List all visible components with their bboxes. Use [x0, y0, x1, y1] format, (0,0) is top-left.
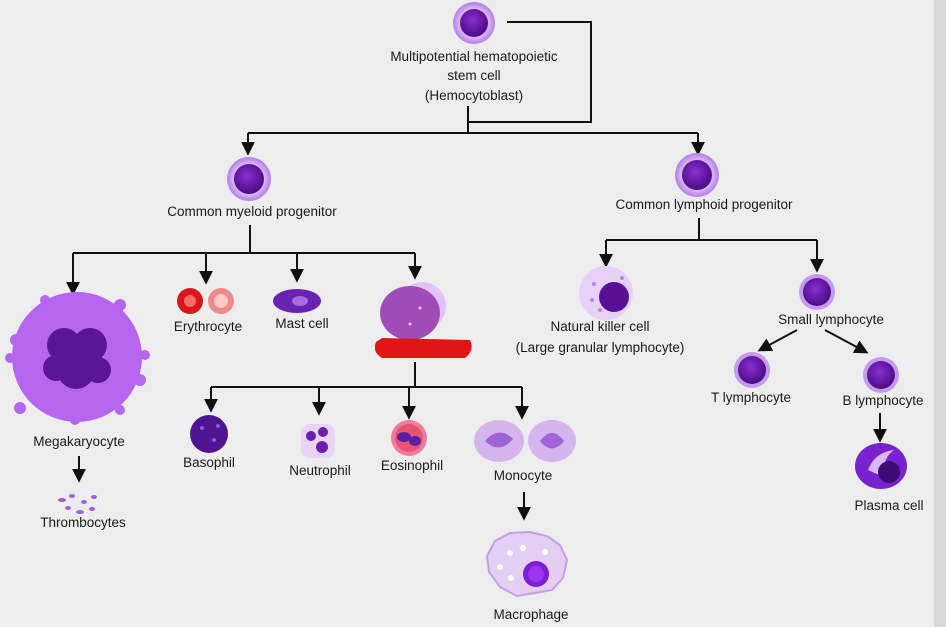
basophil-label: Basophil — [183, 455, 235, 470]
macrophage-label: Macrophage — [493, 607, 568, 622]
neutrophil-label: Neutrophil — [289, 463, 351, 478]
lymphoid-progenitor-icon — [675, 153, 719, 197]
connectors — [66, 21, 887, 521]
small-lymphocyte-icon — [799, 274, 835, 310]
mast-cell-label: Mast cell — [275, 316, 328, 331]
stem-cell-icon — [453, 2, 495, 44]
nk-cell-label-1: Natural killer cell — [550, 319, 649, 334]
megakaryocyte-label: Megakaryocyte — [33, 434, 125, 449]
neutrophil-icon — [301, 424, 335, 458]
stem-cell-label-1: Multipotential hematopoietic — [390, 49, 558, 64]
mast-cell-icon — [273, 289, 321, 313]
eosinophil-label: Eosinophil — [381, 458, 443, 473]
stem-cell-label-2: stem cell — [447, 68, 500, 83]
megakaryocyte-icon — [5, 292, 150, 425]
labels: Multipotential hematopoietic stem cell (… — [33, 49, 923, 622]
plasma-cell-label: Plasma cell — [854, 498, 923, 513]
nk-cell-icon — [579, 266, 633, 320]
monocyte-label: Monocyte — [494, 468, 553, 483]
common-lymphoid-label: Common lymphoid progenitor — [615, 197, 793, 212]
erythrocyte-label: Erythrocyte — [174, 319, 242, 334]
nk-cell-label-2: (Large granular lymphocyte) — [516, 340, 685, 355]
thrombocytes-icon — [58, 494, 97, 514]
myeloid-progenitor-icon — [227, 157, 271, 201]
stem-cell-label-3: (Hemocytoblast) — [425, 88, 523, 103]
common-myeloid-label: Common myeloid progenitor — [167, 204, 337, 219]
window-edge — [934, 0, 946, 627]
plasma-cell-icon — [855, 443, 907, 489]
thrombocytes-label: Thrombocytes — [40, 515, 126, 530]
eosinophil-icon — [391, 420, 427, 456]
b-lymphocyte-label: B lymphocyte — [842, 393, 923, 408]
b-lymphocyte-icon — [863, 357, 899, 393]
monocyte-icon — [474, 420, 576, 462]
basophil-icon — [190, 415, 228, 453]
erythrocyte-icon — [177, 288, 234, 314]
t-lymphocyte-icon — [734, 352, 770, 388]
myeloblast-icon — [380, 282, 446, 340]
macrophage-icon — [485, 530, 569, 598]
redaction-mark — [374, 338, 472, 358]
t-lymphocyte-label: T lymphocyte — [711, 390, 791, 405]
small-lymphocyte-label: Small lymphocyte — [778, 312, 884, 327]
